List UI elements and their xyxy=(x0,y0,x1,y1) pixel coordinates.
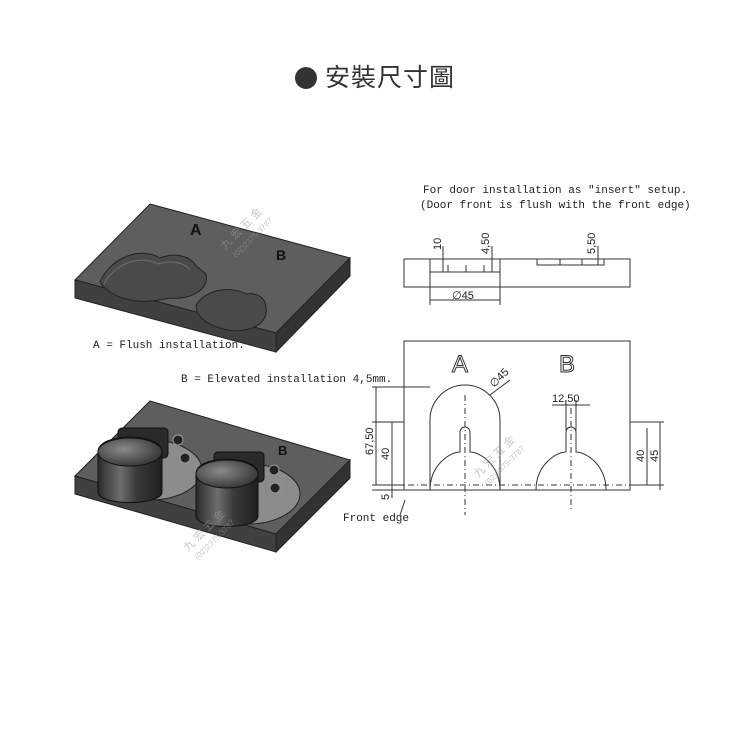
elevated-note: B = Elevated installation 4,5mm. xyxy=(181,374,393,386)
front-edge-label: Front edge xyxy=(343,513,410,525)
plan-label-b: B xyxy=(559,351,575,378)
bullet-icon xyxy=(294,67,317,89)
dim-diameter-plan: ∅45 xyxy=(488,366,512,390)
plan-label-a: A xyxy=(452,351,468,378)
door-note-line1: For door installation as "insert" setup. xyxy=(423,185,688,197)
dim-top-450: 4,50 xyxy=(480,233,492,254)
door-note-line2: (Door front is flush with the front edge… xyxy=(420,200,691,212)
dim-height-6750: 67,50 xyxy=(364,427,376,455)
dim-top-10: 10 xyxy=(432,238,444,250)
plate-label-a: A xyxy=(190,222,202,239)
page-title: 安裝尺寸圖 xyxy=(0,58,750,94)
plate-label-b: B xyxy=(276,247,286,263)
plate-3d-bottom: B xyxy=(74,400,351,554)
hinge-a xyxy=(97,427,203,503)
dim-height-40-right: 40 xyxy=(635,450,647,462)
plan-view xyxy=(372,340,664,516)
plate-label-b2: B xyxy=(278,443,287,458)
side-section xyxy=(403,246,631,305)
title-text: 安裝尺寸圖 xyxy=(324,63,455,92)
dim-height-40-left: 40 xyxy=(380,448,392,460)
hinge-b xyxy=(195,451,301,527)
dim-height-45: 45 xyxy=(649,450,661,462)
dim-height-5: 5 xyxy=(380,494,392,500)
dim-diameter-top: ∅45 xyxy=(452,290,474,302)
dim-top-550: 5,50 xyxy=(586,233,598,254)
plate-3d-top: A B xyxy=(74,203,351,354)
flush-note: A = Flush installation. xyxy=(93,340,245,352)
dim-width-1250: 12,50 xyxy=(552,393,580,405)
